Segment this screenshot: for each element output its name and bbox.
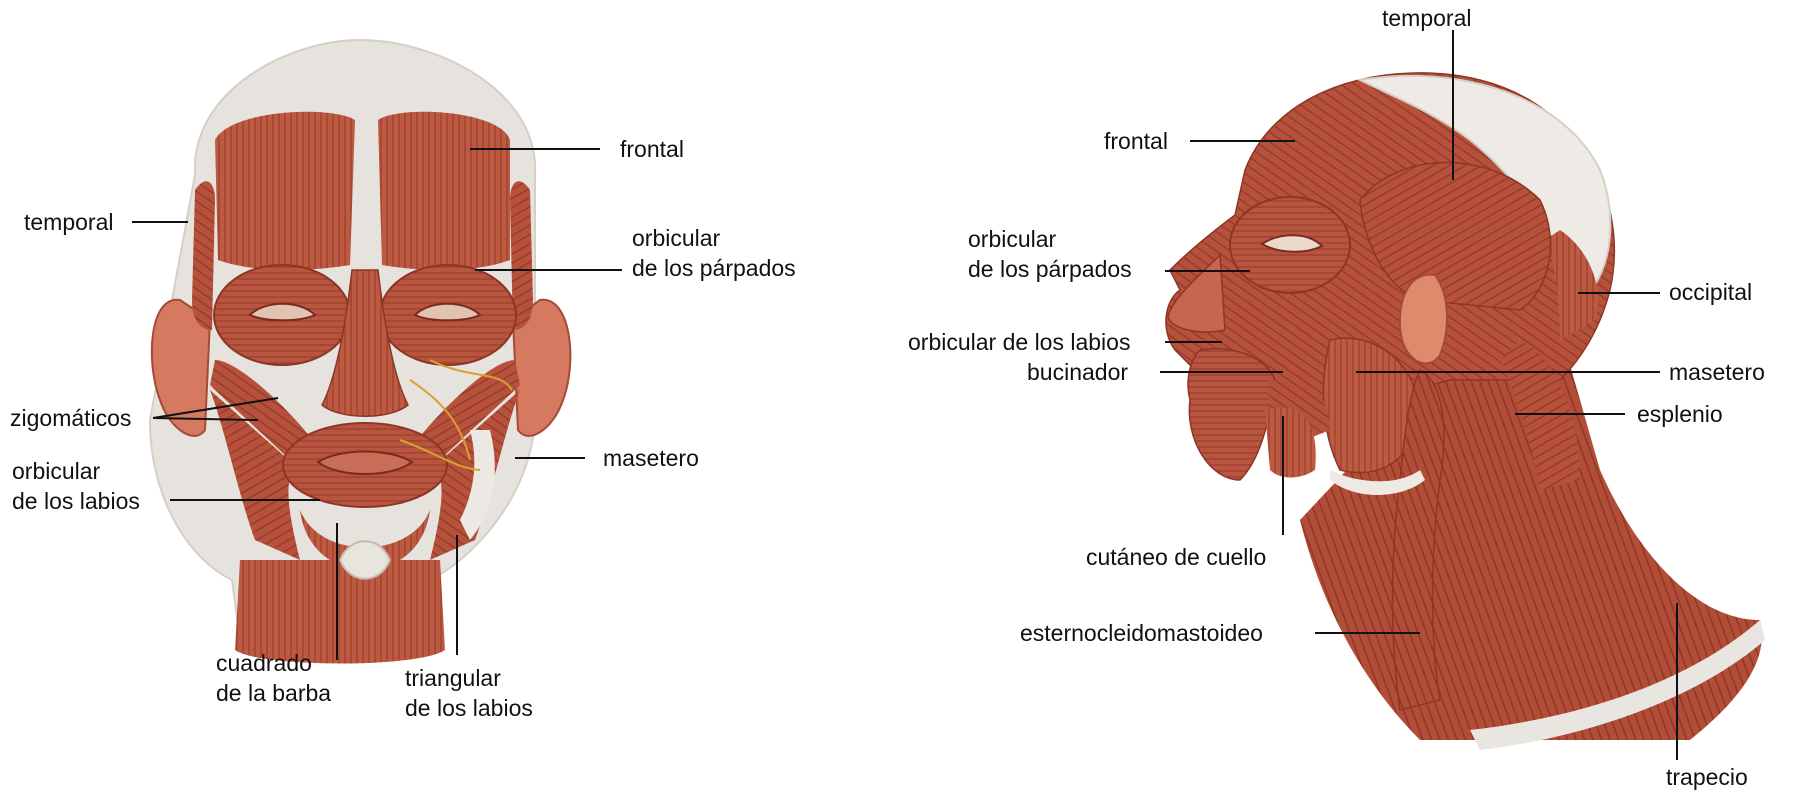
- side-label-esternocleidomastoideo: esternocleidomastoideo: [1020, 618, 1263, 648]
- side-label-esplenio: esplenio: [1637, 399, 1723, 429]
- front-label-orbicular-labios: orbicular de los labios: [12, 456, 140, 516]
- side-label-temporal: temporal: [1382, 3, 1471, 33]
- front-label-masetero: masetero: [603, 443, 699, 473]
- side-label-orbicular-parpados: orbicular de los párpados: [968, 224, 1132, 284]
- front-label-triangular-labios: triangular de los labios: [405, 663, 533, 723]
- front-label-cuadrado-barba: cuadrado de la barba: [216, 648, 331, 708]
- front-label-frontal: frontal: [620, 134, 684, 164]
- side-label-masetero: masetero: [1669, 357, 1765, 387]
- side-label-cutaneo-cuello: cutáneo de cuello: [1086, 542, 1266, 572]
- front-label-orbicular-parpados: orbicular de los párpados: [632, 223, 796, 283]
- front-label-temporal: temporal: [24, 207, 113, 237]
- side-label-orbicular-labios: orbicular de los labios: [908, 327, 1130, 357]
- side-label-occipital: occipital: [1669, 277, 1752, 307]
- front-head-illustration: [150, 40, 570, 664]
- front-label-zigomaticos: zigomáticos: [10, 403, 131, 433]
- side-label-frontal: frontal: [1104, 126, 1168, 156]
- side-label-trapecio: trapecio: [1666, 762, 1748, 792]
- side-label-bucinador: bucinador: [1027, 357, 1128, 387]
